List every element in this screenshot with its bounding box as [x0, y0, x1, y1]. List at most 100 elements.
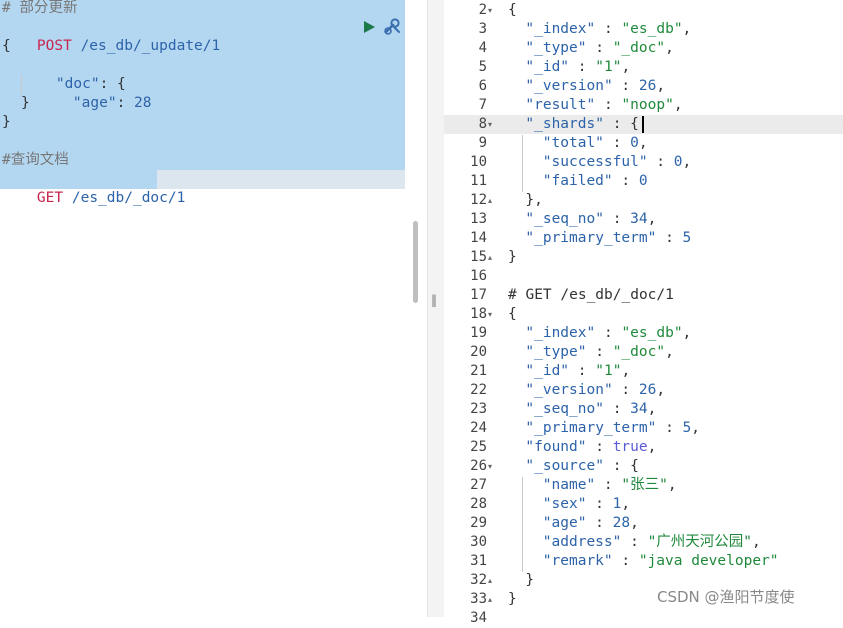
doc-key: "doc"	[55, 76, 100, 92]
fold-close-icon[interactable]: ▴	[488, 576, 493, 585]
line-number: 24	[470, 420, 487, 436]
line-number: 25	[470, 439, 487, 455]
json-value: 28	[612, 515, 631, 531]
line-number: 32	[470, 572, 487, 588]
line-number: 21	[470, 363, 487, 379]
line-number: 30	[470, 534, 487, 550]
response-line: {	[508, 305, 517, 324]
request-line-post[interactable]: POST /es_db/_update/1	[2, 18, 220, 54]
indent-guide	[522, 477, 523, 572]
response-line: "name" : "张三",	[543, 476, 677, 495]
json-colon: :	[595, 477, 622, 493]
request-editor[interactable]: # 部分更新 POST /es_db/_update/1 { "doc": { …	[0, 0, 426, 617]
request-line-get[interactable]: GET /es_db/_doc/1	[2, 170, 185, 206]
json-value: "_doc"	[612, 344, 666, 360]
json-comma: ,	[656, 382, 666, 398]
fold-open-icon[interactable]: ▾	[488, 6, 493, 15]
fold-close-icon[interactable]: ▴	[488, 595, 493, 604]
line-number: 3	[478, 21, 487, 37]
line-number: 34	[470, 610, 487, 626]
editor-selection	[0, 0, 405, 170]
json-value: "1"	[595, 59, 622, 75]
http-method: GET	[36, 190, 64, 206]
json-key: "_seq_no"	[525, 401, 604, 417]
json-key: "age"	[542, 515, 587, 531]
json-value: 0	[638, 173, 648, 189]
json-value: "张三"	[621, 477, 668, 493]
http-method: POST	[36, 38, 72, 54]
json-value: 1	[612, 496, 622, 512]
json-colon: :	[586, 40, 613, 56]
text-caret	[642, 116, 644, 133]
line-number: 2	[478, 2, 487, 18]
json-comma: ,	[621, 59, 631, 75]
json-key: "_source"	[525, 458, 604, 474]
line-number: 12	[470, 192, 487, 208]
json-colon: :	[595, 325, 622, 341]
line-number: 6	[478, 78, 487, 94]
response-viewer[interactable]: 2▾{3"_index" : "es_db",4"_type" : "_doc"…	[444, 0, 843, 626]
fold-open-icon[interactable]: ▾	[488, 120, 493, 129]
json-key: "found"	[525, 439, 587, 455]
json-colon: :	[603, 211, 631, 227]
json-key: "_primary_term"	[525, 230, 657, 246]
json-comma: ,	[638, 135, 648, 151]
json-comma: ,	[667, 477, 677, 493]
response-line: "_type" : "_doc",	[525, 343, 673, 362]
line-number: 18	[470, 306, 487, 322]
json-value: "es_db"	[621, 21, 683, 37]
request-scrollbar[interactable]	[413, 221, 418, 303]
play-icon[interactable]	[362, 20, 376, 34]
json-comma: ,	[647, 439, 657, 455]
json-key: "_id"	[525, 59, 570, 75]
json-value: "_doc"	[612, 40, 666, 56]
json-colon: :	[569, 59, 596, 75]
line-number: 28	[470, 496, 487, 512]
line-number: 17	[470, 287, 487, 303]
json-colon: :	[612, 382, 639, 398]
fold-close-icon[interactable]: ▴	[488, 196, 493, 205]
json-colon: :	[603, 458, 631, 474]
response-line: }	[508, 248, 517, 267]
wrench-icon[interactable]	[382, 17, 402, 37]
json-value: {	[630, 116, 639, 132]
doc-close-brace: }	[21, 95, 30, 111]
json-comma: ,	[621, 363, 631, 379]
json-key: "failed"	[542, 173, 613, 189]
json-colon: :	[656, 230, 683, 246]
response-line: "successful" : 0,	[543, 153, 691, 172]
json-key: "remark"	[542, 553, 613, 569]
request-path: /es_db/_update/1	[71, 38, 221, 54]
doc-line: "doc": {	[21, 56, 126, 92]
json-key: "sex"	[542, 496, 587, 512]
response-line: "_shards" : {	[525, 115, 639, 134]
response-line: },	[525, 191, 542, 210]
json-value: 5	[682, 420, 692, 436]
fold-open-icon[interactable]: ▾	[488, 310, 493, 319]
response-line: "_id" : "1",	[525, 58, 630, 77]
json-key: "_primary_term"	[525, 420, 657, 436]
line-number: 20	[470, 344, 487, 360]
json-key: "_shards"	[525, 116, 604, 132]
pane-divider[interactable]	[427, 0, 445, 617]
json-value: {	[630, 458, 639, 474]
json-value: 26	[638, 78, 657, 94]
response-line: "total" : 0,	[543, 134, 648, 153]
body-open-brace: {	[2, 38, 11, 54]
json-comma: ,	[691, 420, 701, 436]
json-colon: :	[595, 97, 622, 113]
json-value: "noop"	[621, 97, 674, 113]
fold-open-icon[interactable]: ▾	[488, 462, 493, 471]
response-line: "_primary_term" : 5,	[525, 419, 700, 438]
age-value: 28	[134, 95, 152, 111]
drag-handle-icon[interactable]: ‖	[431, 293, 437, 307]
active-line-highlight	[444, 115, 843, 134]
json-key: "_version"	[525, 382, 613, 398]
response-line: "result" : "noop",	[525, 96, 682, 115]
fold-close-icon[interactable]: ▴	[488, 253, 493, 262]
json-comma: ,	[665, 40, 674, 56]
json-comma: ,	[656, 78, 666, 94]
json-comma: ,	[630, 515, 639, 531]
line-number: 22	[470, 382, 487, 398]
line-number: 33	[470, 591, 487, 607]
